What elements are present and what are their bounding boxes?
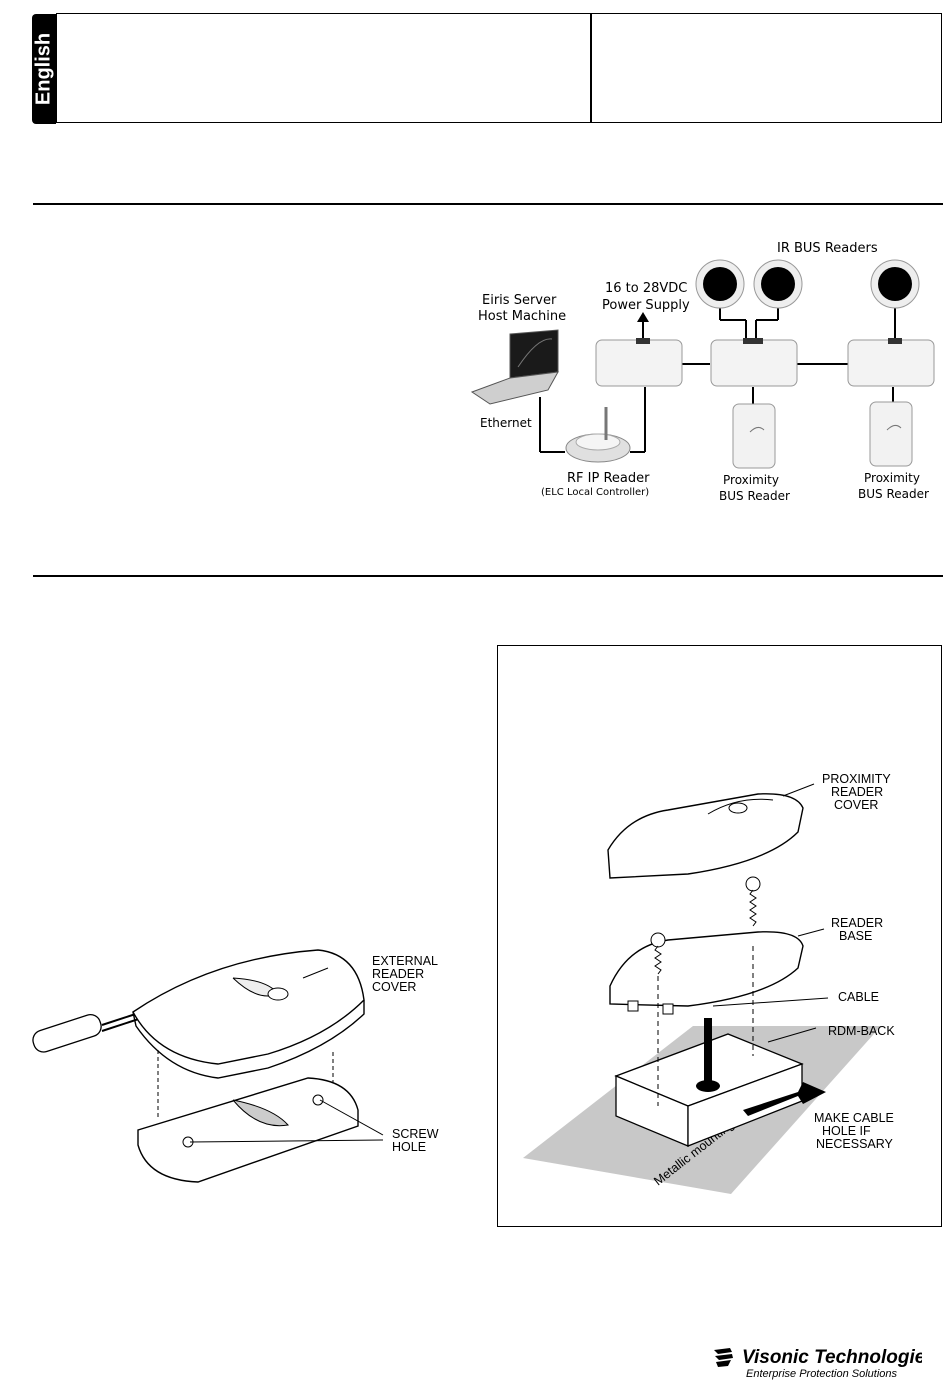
external-cover-label-2: READER bbox=[372, 967, 424, 981]
ethernet-label: Ethernet bbox=[480, 416, 532, 430]
brand-name: Visonic Technologies bbox=[742, 1347, 922, 1368]
section-rule-2 bbox=[33, 575, 943, 577]
visonic-mark-icon bbox=[714, 1348, 733, 1367]
screw-icon bbox=[745, 876, 761, 927]
server-label-2: Host Machine bbox=[478, 309, 566, 324]
reader-base-label-2: BASE bbox=[839, 929, 872, 943]
proximity-figure-box bbox=[497, 645, 942, 1227]
proximity-cover-label-3: COVER bbox=[834, 798, 878, 812]
rf-ip-reader-label: RF IP Reader bbox=[567, 471, 650, 486]
brand-tagline: Enterprise Protection Solutions bbox=[746, 1368, 898, 1380]
external-cover-icon bbox=[132, 949, 365, 1079]
proximity-2-label-1: Proximity bbox=[864, 471, 920, 485]
power-arrow-head bbox=[637, 312, 649, 322]
proximity-reader-icon bbox=[732, 403, 776, 469]
cable-hole-label-2: HOLE IF bbox=[822, 1124, 871, 1138]
external-cover-label-3: COVER bbox=[372, 980, 416, 994]
external-reader-figure: EXTERNAL READER COVER SCREW HOLE bbox=[32, 949, 439, 1183]
proximity-1-label-2: BUS Reader bbox=[719, 489, 790, 503]
cable-hole-label-1: MAKE CABLE bbox=[814, 1111, 894, 1125]
rdm-back-label: RDM-BACK bbox=[828, 1024, 895, 1038]
controller-module-icon bbox=[595, 338, 683, 387]
screw-hole-label-2: HOLE bbox=[392, 1140, 426, 1154]
cable-icon bbox=[704, 1018, 712, 1088]
elc-label: (ELC Local Controller) bbox=[541, 487, 649, 498]
cable-hole-label-3: NECESSARY bbox=[816, 1137, 894, 1151]
system-diagram: IR BUS Readers 16 to 28VDC Power Supply … bbox=[470, 241, 935, 503]
power-supply-label-2: Power Supply bbox=[602, 298, 690, 313]
language-tab-label: English bbox=[32, 32, 55, 106]
proximity-2-label-2: BUS Reader bbox=[858, 487, 929, 501]
power-supply-label-1: 16 to 28VDC bbox=[605, 281, 687, 296]
language-tab: English bbox=[32, 14, 56, 124]
ir-reader-icon bbox=[695, 259, 745, 309]
external-cover-label-1: EXTERNAL bbox=[372, 954, 438, 968]
section-rule-1 bbox=[33, 203, 943, 205]
screw-hole-label-1: SCREW bbox=[392, 1127, 439, 1141]
controller-module-icon bbox=[847, 338, 935, 387]
proximity-cover-label-2: READER bbox=[831, 785, 883, 799]
proximity-1-label-1: Proximity bbox=[723, 473, 779, 487]
header-divider bbox=[590, 13, 592, 123]
screwdriver-icon bbox=[32, 1007, 155, 1053]
controller-module-icon bbox=[710, 338, 798, 387]
ir-bus-readers-label: IR BUS Readers bbox=[777, 241, 878, 256]
cable-label: CABLE bbox=[838, 990, 879, 1004]
ir-reader-icon bbox=[870, 259, 920, 309]
server-label-1: Eiris Server bbox=[482, 293, 557, 308]
reader-base-label-1: READER bbox=[831, 916, 883, 930]
rf-reader-icon bbox=[565, 407, 631, 463]
proximity-cover-icon bbox=[607, 793, 804, 879]
visonic-logo: Visonic Technologies Enterprise Protecti… bbox=[712, 1344, 936, 1387]
screw-icon bbox=[650, 932, 666, 975]
proximity-reader-figure: Metallic mounting surface PROXIMITY READ… bbox=[523, 772, 895, 1194]
external-base-icon bbox=[137, 1077, 359, 1183]
header-box bbox=[56, 13, 942, 123]
proximity-reader-icon bbox=[869, 401, 913, 467]
laptop-icon bbox=[470, 329, 559, 405]
ir-reader-icon bbox=[753, 259, 803, 309]
cable-hole-arrow bbox=[743, 1082, 826, 1116]
proximity-cover-label-1: PROXIMITY bbox=[822, 772, 891, 786]
